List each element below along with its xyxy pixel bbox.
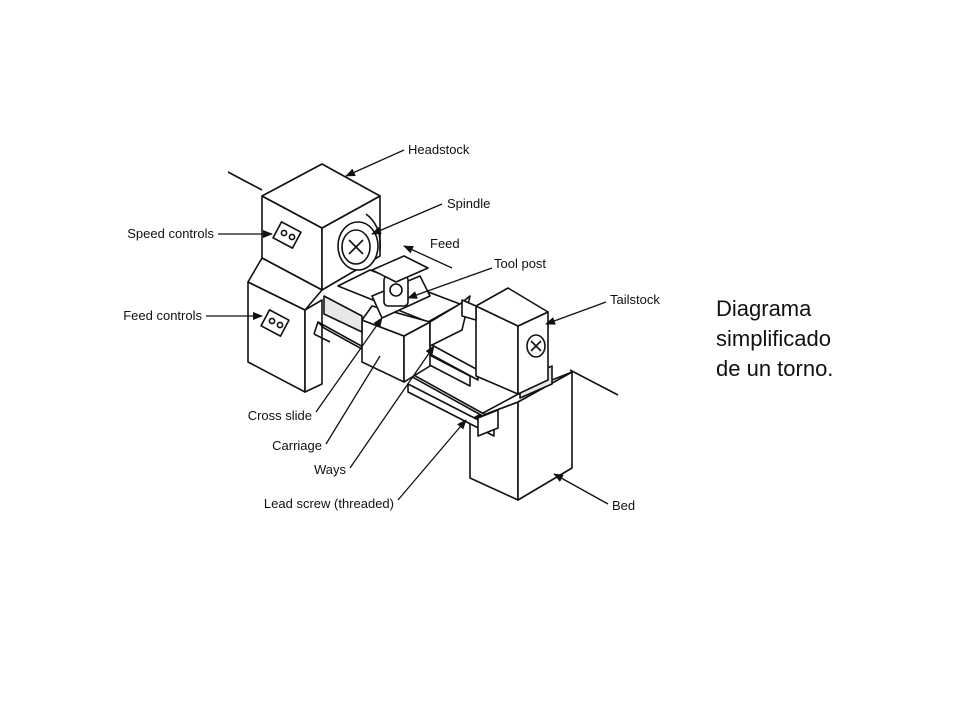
- arrow-headstock: [345, 149, 405, 177]
- label-feed: Feed: [430, 236, 460, 251]
- label-tailstock: Tailstock: [610, 292, 660, 307]
- caption-line-1: Diagrama: [716, 296, 812, 321]
- label-feed-controls: Feed controls: [123, 308, 202, 323]
- label-spindle: Spindle: [447, 196, 490, 211]
- headstock-shape: [247, 163, 382, 393]
- label-speed-controls: Speed controls: [127, 226, 214, 241]
- arrow-spindle: [371, 203, 443, 235]
- tailstock-shape: [461, 287, 549, 395]
- arrow-cross-slide: [315, 317, 383, 413]
- caption-line-3: de un torno.: [716, 356, 834, 381]
- label-ways: Ways: [314, 462, 347, 477]
- label-cross-slide: Cross slide: [248, 408, 312, 423]
- arrow-ways: [349, 345, 435, 469]
- arrow-tailstock: [545, 301, 607, 325]
- label-bed: Bed: [612, 498, 635, 513]
- caption-line-2: simplificado: [716, 326, 831, 351]
- arrow-feed: [403, 245, 453, 269]
- tailstock-axis-line: [569, 369, 619, 396]
- tool-post-shape: [371, 255, 431, 319]
- arrow-tool-post: [407, 267, 493, 299]
- arrow-carriage: [325, 355, 381, 445]
- lathe-drawing: [227, 163, 619, 501]
- label-tool-post: Tool post: [494, 256, 546, 271]
- label-lead-screw: Lead screw (threaded): [264, 496, 394, 511]
- arrow-bed: [553, 473, 609, 505]
- arrow-lead-screw: [397, 419, 467, 501]
- spindle-axis-line: [227, 171, 263, 191]
- caption: Diagrama simplificado de un torno.: [716, 294, 833, 384]
- diagram-labels: Headstock Spindle Feed Tool post Tailsto…: [123, 142, 660, 513]
- label-carriage: Carriage: [272, 438, 322, 453]
- leader-lines: [206, 149, 609, 505]
- label-headstock: Headstock: [408, 142, 470, 157]
